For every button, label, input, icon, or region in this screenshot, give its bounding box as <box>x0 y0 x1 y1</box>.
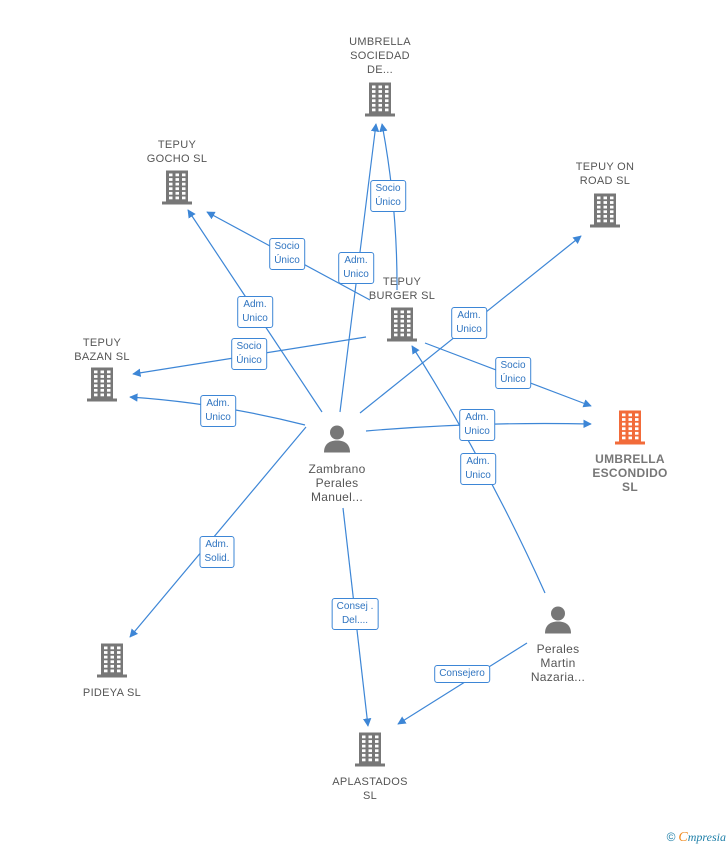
edge-label[interactable]: Consej . Del.... <box>331 598 379 630</box>
copyright-symbol: © <box>666 830 676 844</box>
edge-label[interactable]: Consejero <box>434 665 490 683</box>
building-icon[interactable] <box>95 642 129 685</box>
edge-label[interactable]: Socio Único <box>495 357 531 389</box>
building-icon[interactable] <box>160 169 194 212</box>
node-label-aplastados[interactable]: APLASTADOS SL <box>332 776 408 802</box>
brand-initial: C <box>678 830 688 845</box>
building-icon[interactable] <box>363 81 397 124</box>
person-icon[interactable] <box>322 424 352 459</box>
edge-label[interactable]: Socio Único <box>231 338 267 370</box>
node-label-tepuy-burger[interactable]: TEPUY BURGER SL <box>368 276 436 302</box>
person-icon[interactable] <box>543 605 573 640</box>
building-icon[interactable] <box>385 306 419 349</box>
node-label-tepuy-bazan[interactable]: TEPUY BAZAN SL <box>74 337 130 363</box>
node-label-zambrano[interactable]: Zambrano Perales Manuel... <box>308 462 366 504</box>
edge-label[interactable]: Adm. Unico <box>460 453 496 485</box>
edge-label[interactable]: Socio Único <box>370 180 406 212</box>
node-label-pideya[interactable]: PIDEYA SL <box>82 687 142 699</box>
empresia-watermark: ©Cmpresia <box>667 830 726 846</box>
edge-line <box>397 642 528 725</box>
building-icon[interactable] <box>85 366 119 409</box>
edge-label[interactable]: Adm. Unico <box>200 395 236 427</box>
building-icon[interactable] <box>613 409 647 452</box>
building-icon[interactable] <box>353 731 387 774</box>
edge-label[interactable]: Adm. Unico <box>237 296 273 328</box>
edge-label[interactable]: Adm. Solid. <box>199 536 235 568</box>
node-label-tepuy-on-road[interactable]: TEPUY ON ROAD SL <box>575 161 635 187</box>
edge-label[interactable]: Adm. Unico <box>338 252 374 284</box>
node-label-umbrella-escondido[interactable]: UMBRELLA ESCONDIDO SL <box>592 452 668 494</box>
building-icon[interactable] <box>588 192 622 235</box>
edge-label[interactable]: Adm. Unico <box>459 409 495 441</box>
edge-label[interactable]: Socio Único <box>269 238 305 270</box>
node-label-perales[interactable]: Perales Martin Nazaria... <box>530 642 586 684</box>
edge-label[interactable]: Adm. Unico <box>451 307 487 339</box>
edge-line <box>129 426 307 638</box>
node-label-tepuy-gocho[interactable]: TEPUY GOCHO SL <box>146 139 208 165</box>
node-label-umbrella-sociedad[interactable]: UMBRELLA SOCIEDAD DE... <box>349 36 411 76</box>
brand-name: mpresia <box>687 830 726 844</box>
